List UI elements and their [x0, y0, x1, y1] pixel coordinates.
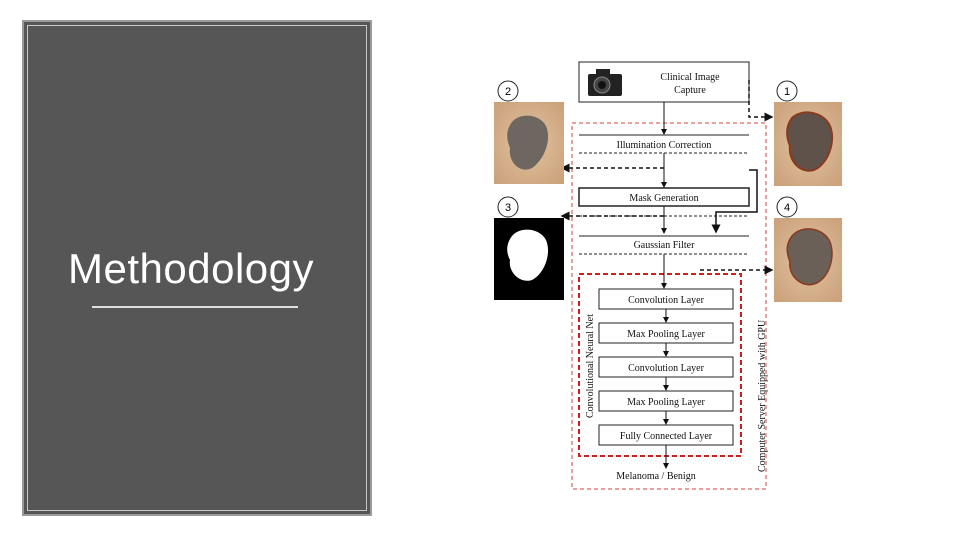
- lesion-image-2: [494, 102, 564, 184]
- slide-title: Methodology: [68, 245, 314, 292]
- capture-label-2: Capture: [674, 85, 706, 96]
- mask-label: Mask Generation: [629, 193, 698, 204]
- svg-text:4: 4: [784, 202, 790, 214]
- lesion-image-1: [774, 102, 842, 186]
- capture-label: Clinical Image: [660, 72, 720, 83]
- cnn-vertical-label: Convolutional Neural Net: [585, 314, 596, 418]
- illumination-label: Illumination Correction: [617, 140, 712, 151]
- svg-text:2: 2: [505, 86, 511, 98]
- mask-image-3: [494, 218, 564, 300]
- lesion-image-4: [774, 218, 842, 302]
- svg-text:Convolution Layer: Convolution Layer: [628, 295, 704, 306]
- svg-text:Convolution Layer: Convolution Layer: [628, 363, 704, 374]
- cnn-boundary: [578, 273, 742, 457]
- cnn-layers: Convolution Layer Max Pooling Layer Conv…: [598, 288, 734, 446]
- badge-3: 3: [497, 196, 519, 218]
- server-vertical-label: Computer Server Equipped with GPU: [757, 319, 768, 472]
- camera-icon: [588, 69, 622, 96]
- output-label: Melanoma / Benign: [616, 471, 695, 482]
- badge-4: 4: [776, 196, 798, 218]
- gaussian-label: Gaussian Filter: [634, 240, 695, 251]
- title-panel: [22, 20, 372, 516]
- svg-text:Max Pooling Layer: Max Pooling Layer: [627, 329, 705, 340]
- svg-text:3: 3: [505, 202, 511, 214]
- svg-text:1: 1: [784, 86, 790, 98]
- badge-1: 1: [776, 80, 798, 102]
- title-underline: [92, 306, 298, 308]
- badge-2: 2: [497, 80, 519, 102]
- svg-text:Max Pooling Layer: Max Pooling Layer: [627, 397, 705, 408]
- svg-text:Fully Connected Layer: Fully Connected Layer: [620, 431, 713, 442]
